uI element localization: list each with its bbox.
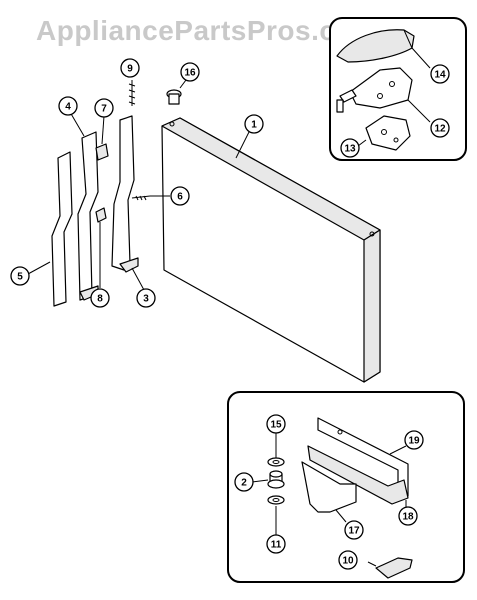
part-1-door-panel[interactable] [161,117,381,383]
leader-19 [389,445,407,455]
leader-17 [335,509,347,523]
callout-10[interactable]: 10 [338,550,358,570]
part-2-hinge-pin[interactable] [267,470,285,489]
callout-16-label: 16 [184,68,196,79]
callout-11-label: 11 [271,540,282,551]
callout-10-label: 10 [342,556,354,567]
callout-17-label: 17 [348,526,360,537]
trim-3-foot [119,257,139,273]
part-10-block[interactable] [375,557,413,579]
part-12-pin [336,99,344,113]
screw-6-thread [135,195,147,201]
part-13-hole-a [381,129,387,135]
watermark-text: AppliancePartsPros.com [36,15,378,46]
callout-18[interactable]: 18 [398,506,418,526]
plug-body [168,93,180,105]
bracket-19-hole [337,429,343,435]
callout-2[interactable]: 2 [234,472,254,492]
leader-12 [407,99,431,123]
inset-top-right [329,17,467,161]
callout-1-label: 1 [251,120,257,131]
leader-2 [251,479,269,483]
part-13-hinge-shim[interactable] [365,115,411,151]
callout-8-label: 8 [97,294,103,305]
callout-9[interactable]: 9 [120,58,140,78]
pin-flange [267,479,285,489]
callout-18-label: 18 [402,512,414,523]
part-12-hole-b [377,93,383,99]
washer-11-hole [272,498,280,502]
callout-16[interactable]: 16 [180,62,200,82]
trim-3-body [111,115,135,271]
callout-12-label: 12 [434,124,446,135]
callout-6[interactable]: 6 [170,186,190,206]
callout-19-label: 19 [408,436,420,447]
callout-3[interactable]: 3 [136,288,156,308]
leader-5 [27,261,51,275]
part-12-hole-a [389,81,395,87]
callout-8[interactable]: 8 [90,288,110,308]
part-7-clip[interactable] [95,143,109,161]
callout-4[interactable]: 4 [58,96,78,116]
leader-14 [411,47,431,69]
callouts: 1 2 3 4 5 6 7 8 [10,58,450,570]
trim-5-body [51,151,73,307]
door-panel-side-edge [363,229,381,383]
callout-15[interactable]: 15 [266,414,286,434]
trim-4-body [77,131,99,301]
pin-top [269,470,283,478]
part-14-edge [403,29,413,49]
callout-6-label: 6 [177,192,183,203]
callout-19[interactable]: 19 [404,430,424,450]
washer-15-hole [272,460,280,464]
leader-3 [131,267,145,291]
clip-7 [95,143,109,161]
door-panel-hole-a [169,121,175,127]
part-3-handle-trim[interactable] [111,115,139,273]
part-11-washer[interactable] [267,495,285,505]
leader-7 [101,115,105,145]
callout-13-label: 13 [344,144,356,155]
callout-2-label: 2 [241,478,247,489]
part-9-screw[interactable] [128,80,136,106]
callout-5[interactable]: 5 [10,266,30,286]
part-6-screw[interactable] [131,195,151,201]
part-4-handle-trim[interactable] [77,131,99,301]
callout-1[interactable]: 1 [244,114,264,134]
part-8-spacer[interactable] [95,207,107,223]
part-5-handle-trim[interactable] [51,151,73,307]
part-15-washer[interactable] [267,457,285,467]
callout-12[interactable]: 12 [430,118,450,138]
part-17-hinge-plate[interactable] [301,461,357,513]
screw-thread [128,83,136,105]
leader-10 [367,561,377,567]
part-13-hole-b [393,137,399,143]
leader-16 [179,79,187,89]
part-14-hinge-cover[interactable] [336,29,415,63]
part-18-hinge-bracket[interactable] [307,445,409,505]
leader-13 [357,139,367,147]
callout-11[interactable]: 11 [266,534,286,554]
callout-9-label: 9 [127,64,133,75]
callout-5-label: 5 [17,272,23,283]
spacer-8 [95,207,107,223]
callout-14[interactable]: 14 [430,64,450,84]
part-16-plug[interactable] [166,89,182,105]
callout-7[interactable]: 7 [94,98,114,118]
callout-14-label: 14 [434,70,446,81]
callout-7-label: 7 [101,104,107,115]
callout-3-label: 3 [143,294,149,305]
callout-17[interactable]: 17 [344,520,364,540]
part-12-hinge-plate[interactable] [349,67,413,109]
leader-4 [69,111,85,137]
callout-15-label: 15 [270,420,282,431]
callout-13[interactable]: 13 [340,138,360,158]
callout-4-label: 4 [65,102,71,113]
door-panel-hole-b [369,231,375,237]
